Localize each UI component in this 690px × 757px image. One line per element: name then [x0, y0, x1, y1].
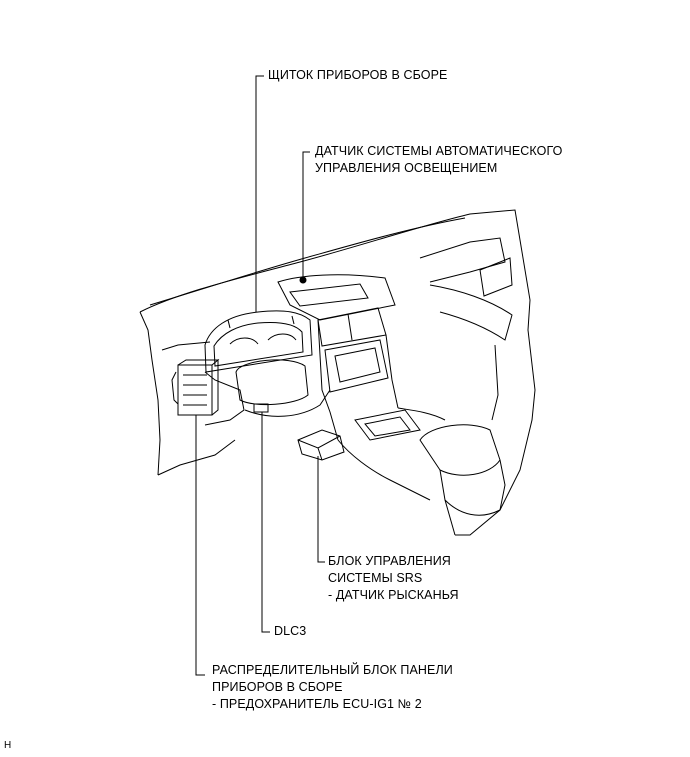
dashboard-right-sweep	[429, 284, 513, 341]
console-tray	[354, 409, 421, 441]
label-dlc3: DLC3	[274, 623, 306, 640]
armrest	[419, 424, 501, 476]
center-stack-top	[277, 274, 396, 321]
leader-srs	[317, 456, 325, 563]
left-lower-panel	[157, 439, 236, 476]
dlc3-connector	[253, 403, 269, 413]
light-sensor-text-2: УПРАВЛЕНИЯ ОСВЕЩЕНИЕМ	[315, 161, 498, 175]
leader-light-sensor	[302, 151, 310, 277]
knee-panel	[204, 371, 245, 426]
light-sensor-dot	[299, 276, 307, 284]
dlc3-text: DLC3	[274, 624, 307, 638]
leader-junction	[195, 415, 205, 676]
srs-ecu-top	[297, 435, 341, 461]
dashboard-vent-right	[479, 257, 513, 297]
cluster-hood	[204, 310, 313, 373]
center-stack-side-right	[385, 334, 399, 409]
label-instrument-cluster: ЩИТОК ПРИБОРОВ В СБОРЕ	[268, 67, 447, 84]
center-vents-divider	[347, 313, 353, 341]
junction-text-2: ПРИБОРОВ В СБОРЕ	[212, 680, 343, 694]
instrument-cluster-text: ЩИТОК ПРИБОРОВ В СБОРЕ	[268, 68, 448, 82]
junction-text-1: РАСПРЕДЕЛИТЕЛЬНЫЙ БЛОК ПАНЕЛИ	[212, 663, 453, 677]
leader-dlc3	[261, 412, 270, 633]
console-rear	[444, 499, 456, 536]
cluster-mount-1	[227, 319, 231, 329]
center-panel-inner	[334, 347, 381, 383]
cluster-dial-right	[267, 333, 297, 341]
left-kick-panel	[161, 341, 211, 351]
junction-subitem-text: - ПРЕДОХРАНИТЕЛЬ ECU-IG1 № 2	[212, 697, 422, 711]
cluster-dial-left	[229, 337, 259, 345]
steering-column-shroud	[235, 359, 309, 405]
srs-text-2: СИСТЕМЫ SRS	[328, 571, 423, 585]
junction-block	[177, 364, 213, 416]
dashboard-right-contour	[419, 237, 506, 283]
center-stack-side-left	[317, 319, 339, 441]
dashboard-top-edge	[149, 217, 466, 306]
armrest-side	[439, 459, 506, 516]
srs-subitem-text: - ДАТЧИК РЫСКАНЬЯ	[328, 588, 459, 602]
cluster-mount-2	[291, 315, 295, 325]
label-junction-block: РАСПРЕДЕЛИТЕЛЬНЫЙ БЛОК ПАНЕЛИ ПРИБОРОВ В…	[212, 662, 453, 713]
label-srs-ecu: БЛОК УПРАВЛЕНИЯ СИСТЕМЫ SRS - ДАТЧИК РЫС…	[328, 553, 459, 604]
junction-block-detail	[177, 358, 220, 416]
dashboard-far-right	[491, 344, 499, 421]
console-tunnel-left	[337, 439, 431, 501]
srs-ecu	[297, 429, 345, 461]
corner-mark: H	[4, 740, 12, 751]
light-sensor-text-1: ДАТЧИК СИСТЕМЫ АВТОМАТИЧЕСКОГО	[315, 144, 563, 158]
console-tunnel-right	[397, 407, 446, 421]
srs-text-1: БЛОК УПРАВЛЕНИЯ	[328, 554, 451, 568]
junction-block-side	[171, 371, 179, 405]
defroster-vent	[289, 283, 369, 307]
lower-dash-curve	[244, 389, 331, 417]
cluster-inner	[213, 322, 304, 367]
console-tray-inner	[364, 416, 411, 437]
label-light-sensor: ДАТЧИК СИСТЕМЫ АВТОМАТИЧЕСКОГО УПРАВЛЕНИ…	[315, 143, 562, 177]
left-pillar	[139, 311, 161, 476]
dashboard-outline	[139, 209, 536, 536]
junction-block-lines	[183, 374, 207, 406]
center-panel	[324, 339, 389, 393]
leader-instrument-cluster	[255, 75, 264, 312]
